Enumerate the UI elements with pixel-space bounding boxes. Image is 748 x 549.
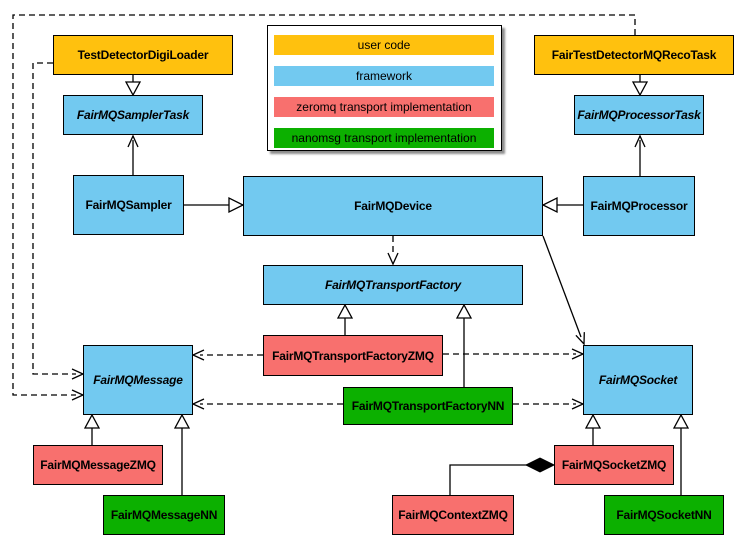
legend: user code framework zeromq transport imp… bbox=[267, 25, 502, 151]
node-fairmq-processor: FairMQProcessor bbox=[583, 176, 695, 236]
node-fairmq-device: FairMQDevice bbox=[243, 176, 543, 236]
edge-dependency-device-transportfactory bbox=[387, 236, 399, 266]
node-fairmq-sampler: FairMQSampler bbox=[73, 175, 184, 235]
edge-association-processor-processortask bbox=[634, 134, 646, 176]
edge-dependency-transportfactorynn-message bbox=[191, 398, 343, 410]
node-fairmq-transport-factory-zmq: FairMQTransportFactoryZMQ bbox=[263, 335, 443, 376]
edge-dependency-transportfactoryzmq-message bbox=[191, 349, 263, 361]
edge-generalization-socketzmq-socket bbox=[584, 413, 602, 445]
node-fairmq-message-nn: FairMQMessageNN bbox=[103, 495, 225, 535]
node-fairmq-message-zmq: FairMQMessageZMQ bbox=[33, 445, 163, 485]
node-fairmq-message: FairMQMessage bbox=[83, 345, 193, 415]
edge-generalization-processor-device bbox=[541, 196, 583, 214]
edge-generalization-messagezmq-message bbox=[83, 413, 101, 445]
node-test-detector-digi-loader: TestDetectorDigiLoader bbox=[53, 35, 233, 75]
node-fairmq-transport-factory-nn: FairMQTransportFactoryNN bbox=[343, 387, 513, 425]
node-fairmq-socket: FairMQSocket bbox=[583, 345, 693, 415]
edge-composition-contextzmq-socketzmq bbox=[449, 457, 556, 495]
node-fair-test-detector-mq-reco-task: FairTestDetectorMQRecoTask bbox=[534, 35, 734, 75]
edge-generalization-messagenn-message bbox=[173, 413, 191, 495]
legend-item-zeromq: zeromq transport implementation bbox=[274, 97, 494, 117]
edge-generalization-socketnn-socket bbox=[672, 413, 690, 495]
edge-generalization-digiloader-samplertask bbox=[124, 75, 142, 97]
node-fairmq-context-zmq: FairMQContextZMQ bbox=[392, 495, 514, 535]
edge-generalization-transportfactorynn-transportfactory bbox=[455, 303, 473, 387]
node-fairmq-sampler-task: FairMQSamplerTask bbox=[63, 95, 203, 135]
legend-item-framework: framework bbox=[274, 66, 494, 86]
edge-generalization-transportfactoryzmq-transportfactory bbox=[336, 303, 354, 335]
node-fairmq-socket-zmq: FairMQSocketZMQ bbox=[554, 445, 674, 485]
node-fairmq-processor-task: FairMQProcessorTask bbox=[574, 95, 704, 135]
legend-item-nanomsg: nanomsg transport implementation bbox=[274, 128, 494, 148]
node-fairmq-transport-factory: FairMQTransportFactory bbox=[263, 265, 523, 305]
edge-dependency-transportfactorynn-socket bbox=[513, 398, 585, 410]
edge-generalization-recotask-processortask bbox=[631, 75, 649, 97]
edge-association-device-socket bbox=[542, 235, 585, 346]
node-fairmq-socket-nn: FairMQSocketNN bbox=[604, 495, 724, 535]
edge-association-sampler-samplertask bbox=[127, 134, 139, 175]
edge-generalization-sampler-device bbox=[184, 196, 245, 214]
legend-item-user-code: user code bbox=[274, 35, 494, 55]
